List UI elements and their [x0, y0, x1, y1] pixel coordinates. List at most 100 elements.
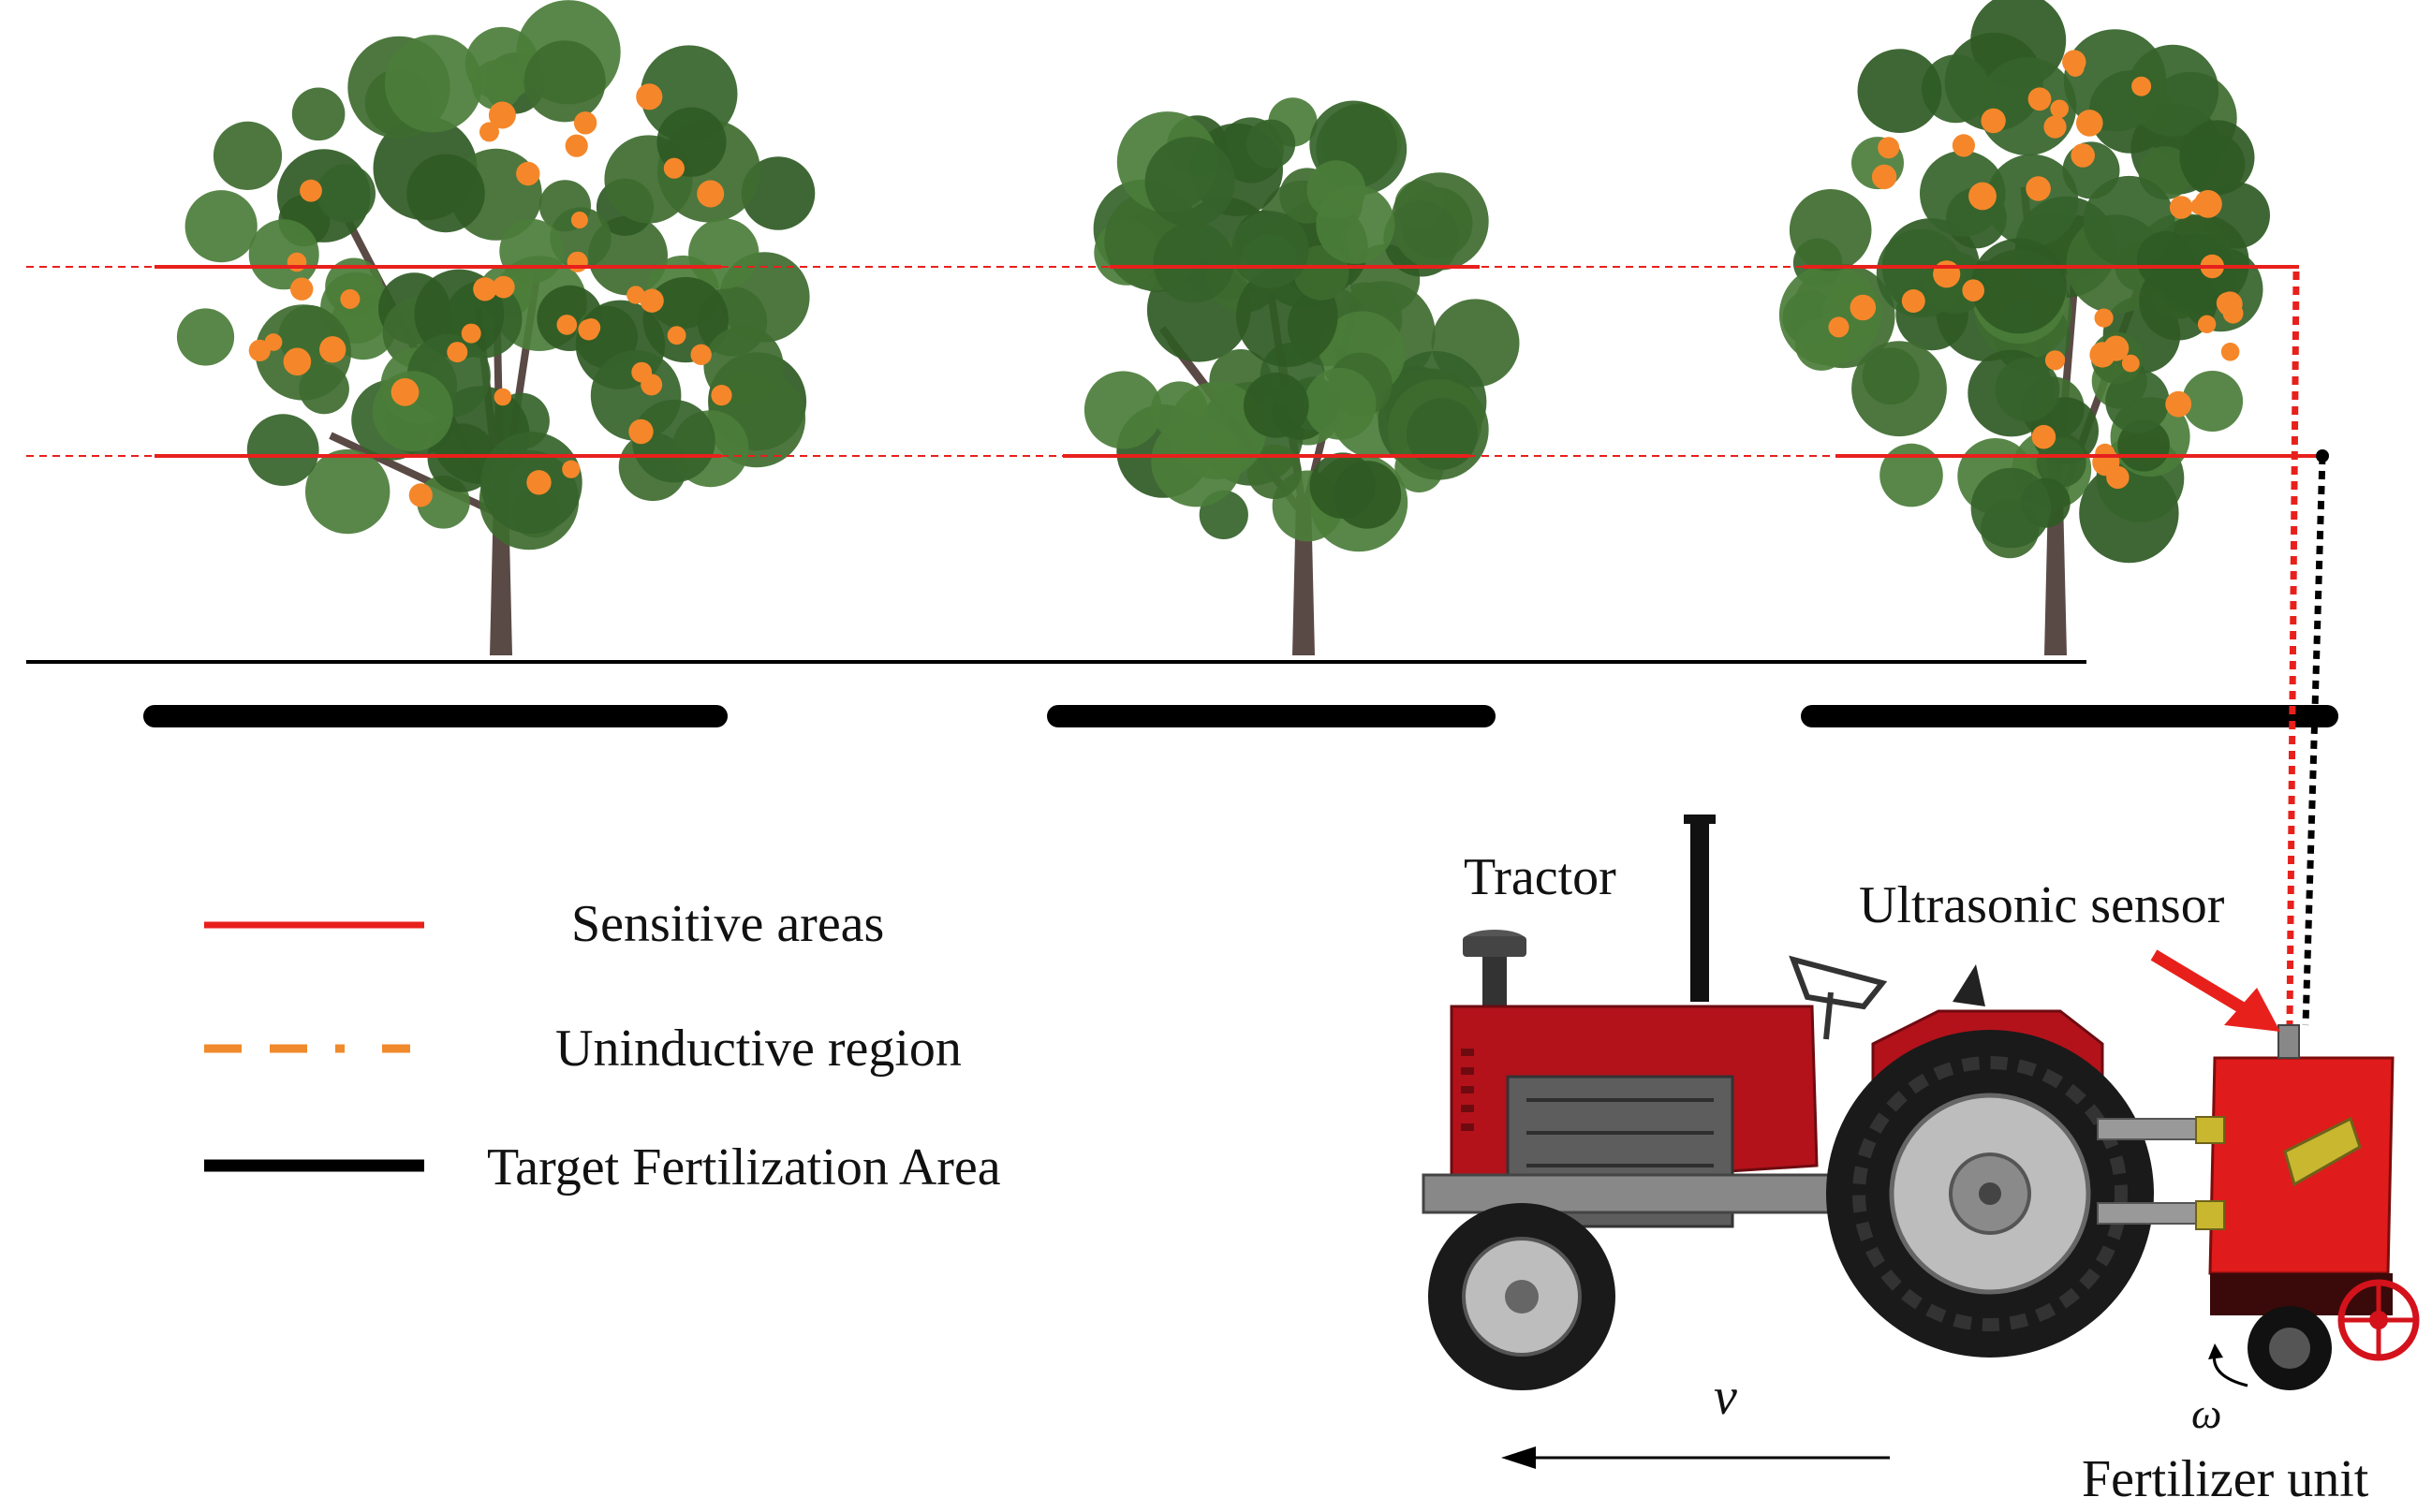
- legend-label-uninductive: Uninductive region: [555, 1020, 962, 1078]
- sensitive-area-lines: [26, 265, 2322, 458]
- fruit: [2043, 115, 2067, 139]
- tree-right: [1778, 0, 2270, 655]
- fruit: [2044, 350, 2066, 371]
- fruit: [1968, 182, 1997, 211]
- steering-wheel: [1789, 955, 1888, 1010]
- fruit: [494, 388, 512, 406]
- sensor-bracket: [2283, 1116, 2362, 1187]
- fruit: [565, 134, 588, 157]
- fruit: [492, 275, 515, 299]
- legend-label-target: Target Fertilization Area: [487, 1138, 1001, 1196]
- fruit: [711, 385, 732, 406]
- fruit: [562, 460, 581, 478]
- fruit: [570, 212, 588, 228]
- sensor-pointer-arrow: [2150, 949, 2280, 1032]
- fruit: [461, 323, 481, 344]
- fruit: [641, 374, 663, 396]
- air-intake: [1482, 955, 1507, 1011]
- fruit: [1901, 289, 1925, 313]
- grille: [1461, 1049, 1474, 1131]
- fruit: [391, 378, 420, 406]
- fruit: [340, 288, 361, 309]
- hitch-lower: [2097, 1202, 2211, 1225]
- fruit: [526, 470, 552, 495]
- fruit: [1828, 316, 1850, 338]
- fruit: [1962, 279, 1984, 302]
- tractor-label: Tractor: [1464, 848, 1616, 906]
- legend: Sensitive areas Uninductive region Targe…: [204, 895, 1001, 1196]
- fruit: [626, 286, 645, 304]
- rear-wheel: [1826, 1030, 2154, 1358]
- fruit: [264, 333, 283, 351]
- fruit: [1871, 164, 1897, 190]
- fruit: [582, 318, 601, 337]
- fruit: [1933, 260, 1961, 288]
- fruit: [573, 111, 597, 135]
- fruit: [1981, 108, 2006, 134]
- fruit: [1850, 294, 1877, 321]
- fruit: [2027, 87, 2052, 111]
- fruit: [2121, 354, 2140, 373]
- angular-velocity-symbol: ω: [2191, 1389, 2221, 1437]
- fruit: [2194, 190, 2222, 218]
- fruit: [628, 418, 654, 445]
- fruit: [248, 339, 271, 361]
- front-wheel: [1428, 1203, 1615, 1390]
- fruit: [1878, 137, 1900, 159]
- depth-wheel: [2337, 1279, 2420, 1361]
- fruit: [567, 251, 588, 272]
- exhaust-pipe: [1690, 815, 1709, 1002]
- fruit: [2131, 76, 2152, 96]
- hitch-yellow: [2195, 1200, 2225, 1230]
- tree-middle: [1083, 97, 1520, 655]
- fruit: [290, 277, 314, 301]
- fruit: [2076, 110, 2103, 137]
- fruit: [2169, 196, 2193, 219]
- ultrasonic-sensor-box: [2277, 1024, 2300, 1059]
- fruit: [636, 83, 663, 110]
- fruit: [663, 157, 685, 179]
- sensor-detection-line-red: [2286, 271, 2300, 1026]
- fruit: [2089, 342, 2115, 368]
- fruit: [408, 483, 433, 507]
- fruit: [2031, 424, 2056, 449]
- fruit: [300, 179, 322, 202]
- legend-label-sensitive: Sensitive areas: [571, 895, 884, 953]
- fruit: [2066, 59, 2085, 77]
- hitch-yellow-upper: [2195, 1116, 2225, 1144]
- hitch-upper: [2097, 1118, 2211, 1140]
- tree-left: [176, 0, 816, 655]
- tractor-seat: [1953, 964, 1985, 1006]
- fruit: [283, 347, 312, 376]
- fruit: [2071, 143, 2095, 168]
- fruit: [2095, 443, 2115, 463]
- fruit: [667, 326, 686, 345]
- fruit: [473, 277, 497, 301]
- fruit: [640, 288, 664, 313]
- fertilizer-rotor: [2248, 1306, 2332, 1390]
- fertilizer-unit-label: Fertilizer unit: [2082, 1450, 2369, 1508]
- velocity-symbol: v: [1714, 1368, 1737, 1426]
- fruit: [447, 342, 468, 363]
- fruit: [319, 336, 346, 363]
- fruit: [2026, 176, 2051, 201]
- tractor: [1422, 815, 2211, 1390]
- fruit: [1952, 134, 1975, 157]
- fruit: [2220, 343, 2240, 361]
- fruit: [287, 252, 307, 272]
- fruit: [479, 122, 499, 142]
- sensor-detection-line-black: [2302, 455, 2326, 1026]
- fruit: [2050, 99, 2069, 119]
- fertilizer-unit: [2195, 1024, 2420, 1390]
- fruit: [516, 161, 540, 186]
- fruit: [690, 344, 712, 365]
- fruit: [2094, 308, 2114, 328]
- fruit: [697, 180, 725, 208]
- fruit: [2197, 315, 2217, 333]
- sensor-contact-point: [2316, 449, 2329, 462]
- fruit: [2222, 302, 2244, 324]
- trunk: [2044, 496, 2067, 655]
- fruit: [2165, 390, 2192, 418]
- velocity-arrow: [1501, 1446, 1890, 1469]
